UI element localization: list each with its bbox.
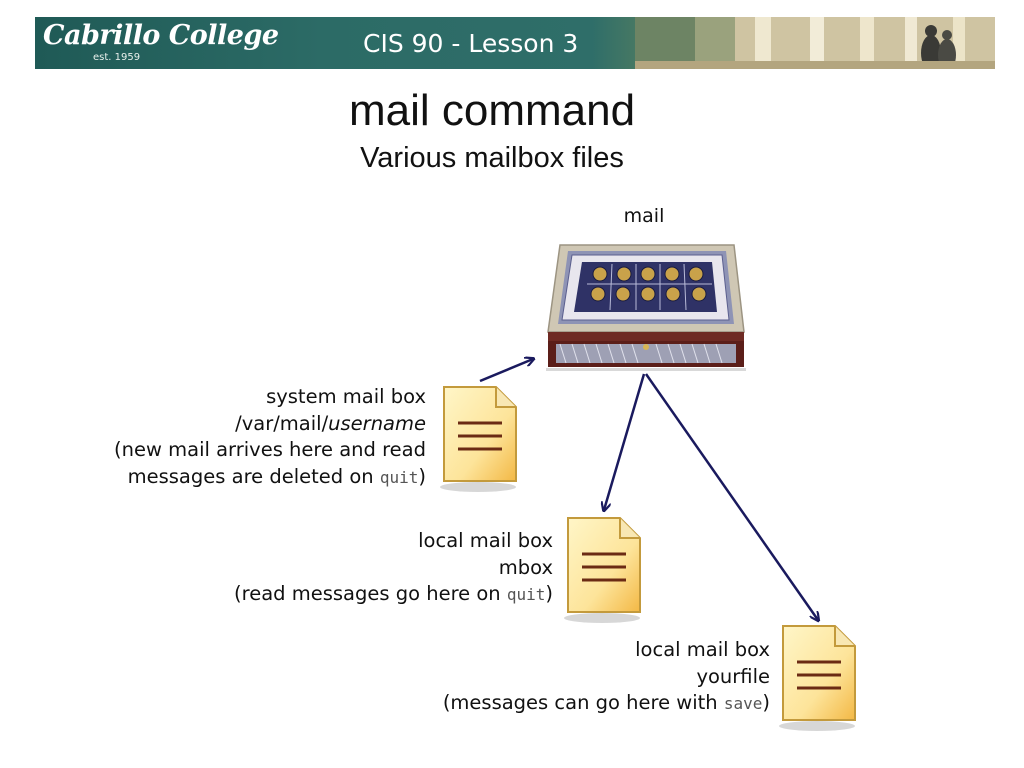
command-quit: quit bbox=[506, 585, 546, 604]
path-variable: username bbox=[328, 411, 426, 435]
mailbox-desc: (read messages go here on quit) bbox=[234, 581, 553, 609]
arrow-system-to-mail bbox=[479, 359, 533, 383]
system-mailbox-label: system mail box /var/mail/username (new … bbox=[114, 384, 426, 491]
desc-suffix: ) bbox=[762, 691, 770, 714]
desc-text: messages are deleted on bbox=[127, 464, 380, 488]
command-save: save bbox=[723, 694, 763, 713]
mailbox-desc: (messages can go here with save) bbox=[443, 690, 770, 718]
document-icon bbox=[564, 517, 641, 623]
mailbox-name: local mail box bbox=[635, 638, 770, 661]
header-banner: Cabrillo College est. 1959 CIS 90 - Less… bbox=[35, 17, 995, 69]
arrow-mail-to-yourfile bbox=[644, 373, 818, 620]
logo-est-text: est. 1959 bbox=[93, 52, 141, 63]
desc-suffix: ) bbox=[418, 464, 426, 488]
document-icon bbox=[440, 386, 517, 492]
yourfile-label: local mail box yourfile (messages can go… bbox=[443, 637, 770, 718]
ornate-box-icon bbox=[546, 244, 746, 371]
mailbox-name: system mail box bbox=[266, 385, 426, 408]
path-prefix: /var/mail/ bbox=[235, 411, 329, 435]
mailbox-path: mbox bbox=[498, 555, 553, 579]
mailbox-path: yourfile bbox=[696, 664, 770, 688]
arrow-mail-to-mbox bbox=[604, 373, 646, 510]
command-quit: quit bbox=[379, 467, 419, 487]
mbox-label: local mail box mbox (read messages go he… bbox=[234, 528, 553, 609]
desc-text: (read messages go here on bbox=[234, 582, 507, 605]
desc-text: (messages can go here with bbox=[442, 691, 724, 714]
desc-suffix: ) bbox=[545, 582, 553, 605]
slide-subtitle: Various mailbox files bbox=[360, 142, 624, 174]
campus-photo bbox=[635, 17, 995, 69]
mailbox-desc-line1: (new mail arrives here and read bbox=[114, 438, 426, 461]
mail-label: mail bbox=[623, 205, 665, 227]
course-title: CIS 90 - Lesson 3 bbox=[363, 29, 579, 58]
mailbox-path: /var/mail/username bbox=[114, 411, 426, 438]
mailbox-desc-line2: messages are deleted on quit) bbox=[114, 464, 426, 492]
slide-title: mail command bbox=[348, 86, 636, 135]
college-logo: Cabrillo College bbox=[43, 20, 279, 51]
mailbox-name: local mail box bbox=[418, 529, 553, 552]
document-icon bbox=[779, 625, 856, 731]
